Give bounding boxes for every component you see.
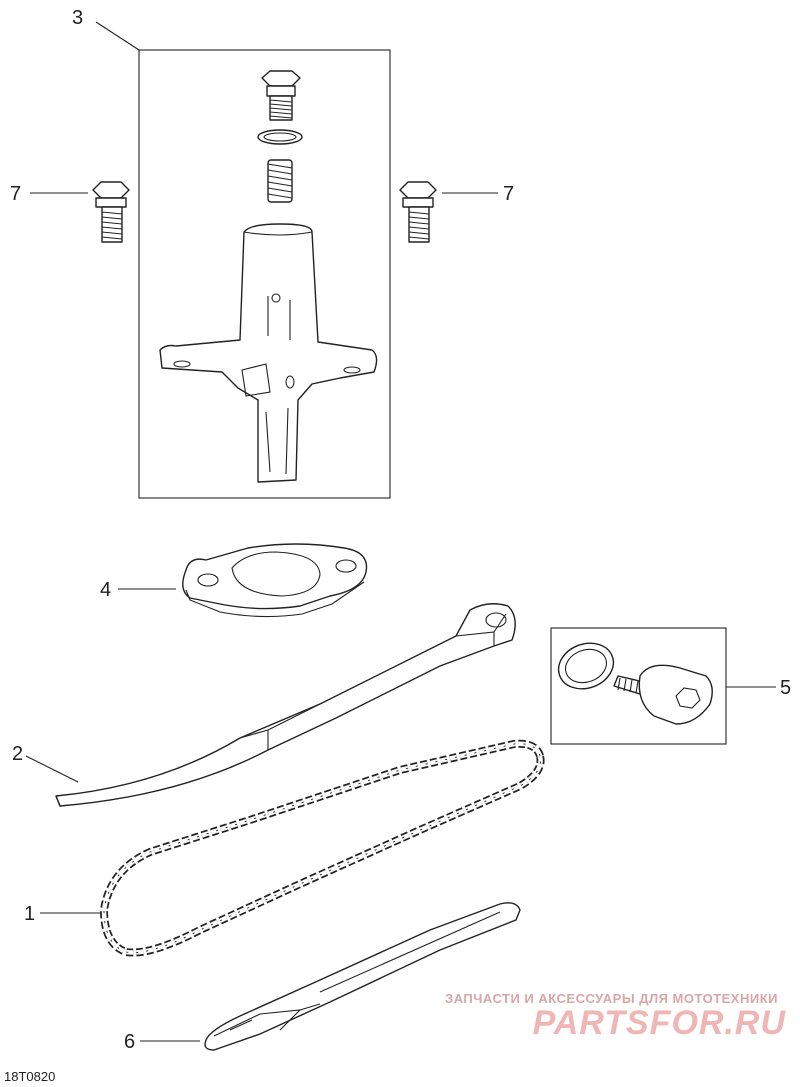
tensioner-assembly bbox=[138, 49, 391, 499]
plug-screw bbox=[613, 664, 713, 725]
callout-1: 1 bbox=[24, 903, 35, 925]
callout-6: 6 bbox=[124, 1031, 135, 1053]
watermark-tagline: ЗАПЧАСТИ И АКСЕССУАРЫ ДЛЯ МОТОТЕХНИКИ bbox=[445, 991, 778, 1006]
tensioner-assembly-box bbox=[138, 49, 391, 499]
tensioner-body bbox=[159, 223, 378, 483]
callout-5: 5 bbox=[780, 677, 791, 699]
plug-assembly bbox=[550, 627, 727, 745]
timing-chain bbox=[99, 739, 545, 957]
chain-guide bbox=[204, 902, 521, 1051]
tensioner-seal-ring bbox=[257, 129, 303, 145]
watermark-logo: PARTSFOR.RU bbox=[532, 1004, 786, 1042]
callout-2: 2 bbox=[12, 743, 23, 765]
callout-7-right: 7 bbox=[503, 183, 514, 205]
callout-4: 4 bbox=[100, 579, 111, 601]
tensioner-cap-bolt bbox=[261, 70, 301, 121]
plug-o-ring bbox=[557, 642, 615, 690]
tensioner-gasket bbox=[182, 543, 368, 618]
leader-2 bbox=[25, 755, 79, 783]
flange-bolt-right bbox=[399, 181, 437, 243]
callout-3: 3 bbox=[72, 7, 83, 29]
callout-7-left: 7 bbox=[10, 183, 21, 205]
plug-assembly-box bbox=[550, 627, 727, 745]
figure-code: 18T0820 bbox=[4, 1069, 56, 1084]
tensioner-spring bbox=[267, 159, 293, 203]
leader-3 bbox=[95, 21, 140, 51]
flange-bolt-left bbox=[92, 181, 130, 243]
tensioner-rail bbox=[55, 603, 516, 807]
